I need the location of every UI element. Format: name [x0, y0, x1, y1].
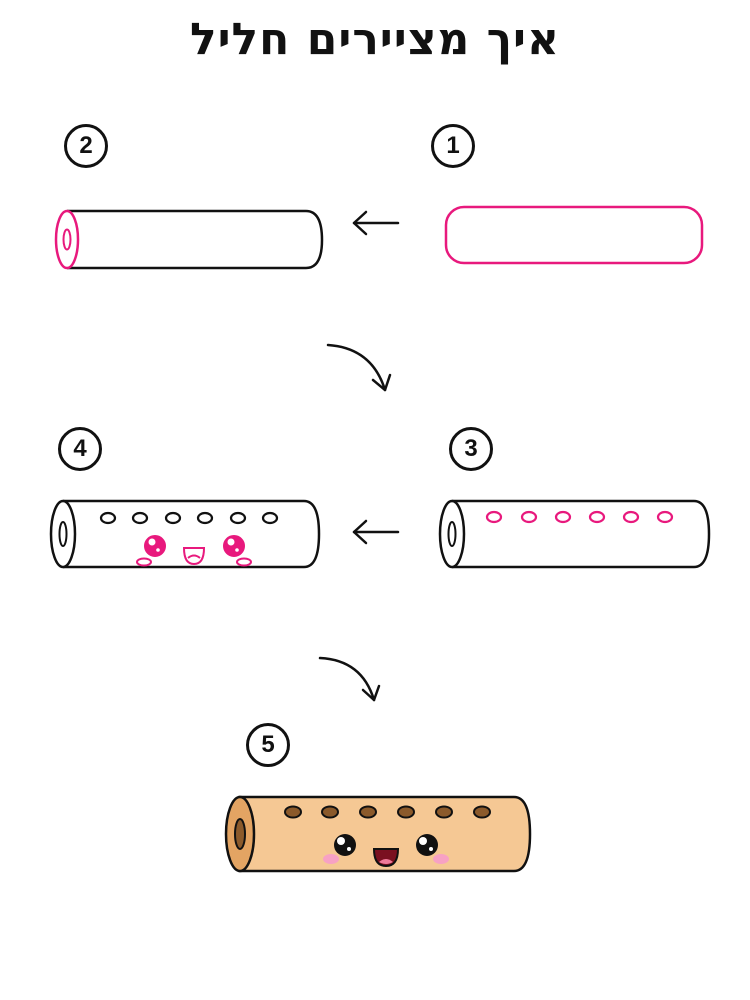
- step-5-flute-colored: [224, 795, 532, 873]
- face: [136, 535, 252, 567]
- arrow-left-icon: [352, 519, 400, 545]
- step-number-1: 1: [431, 124, 475, 168]
- finger-holes: [99, 511, 279, 525]
- page-title: איך מציירים חליל: [189, 14, 561, 65]
- step-number-4: 4: [58, 427, 102, 471]
- step-2-flute: [54, 209, 324, 270]
- step-4-flute: [49, 499, 321, 569]
- step-1-flute-outline: [444, 205, 704, 265]
- curved-arrow-icon: [326, 343, 392, 392]
- face: [323, 834, 449, 868]
- step-number-3: 3: [449, 427, 493, 471]
- finger-holes: [485, 510, 674, 524]
- finger-holes: [284, 805, 491, 819]
- step-3-flute: [438, 499, 711, 569]
- step-number-5: 5: [246, 723, 290, 767]
- step-number-2: 2: [64, 124, 108, 168]
- curved-arrow-icon: [318, 656, 381, 702]
- arrow-left-icon: [352, 210, 400, 236]
